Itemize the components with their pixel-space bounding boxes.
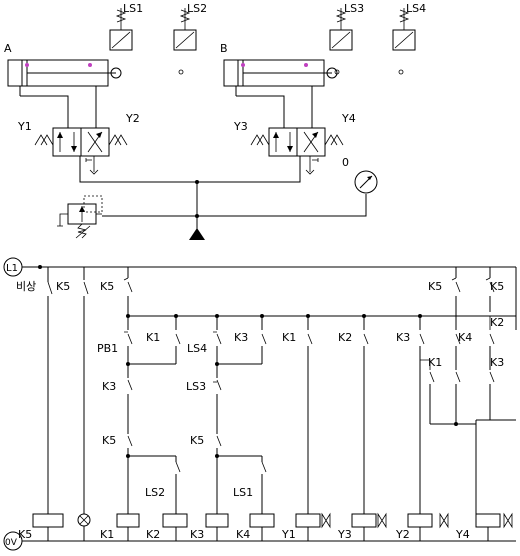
coil-y3: Y3 [337,528,352,541]
label-k2-y4: K2 [490,316,504,329]
valve-2: Y3 Y4 0 [233,112,356,175]
coil-k5: K5 [18,528,32,541]
label-k5-b1: K5 [102,434,116,447]
label-ls3: LS3 [344,2,364,15]
label-k3-b1: K3 [102,380,116,393]
coil-k2: K2 [146,528,160,541]
pressure-regulator-icon [57,195,103,239]
valve-2-left-label: Y3 [233,120,248,133]
label-ls4: LS4 [406,2,426,15]
cylinder-a: A [4,42,122,96]
lamp-icon [77,513,91,527]
label-k2-y3: K2 [338,331,352,344]
coil-y1: Y1 [281,528,296,541]
label-k1-y2: K1 [428,356,442,369]
label-k5-b2: K5 [190,434,204,447]
coil-y2: Y2 [395,528,410,541]
cylinder-b-label: B [220,42,228,55]
label-ls1: LS1 [123,2,143,15]
label-k4-y: K4 [458,331,472,344]
rail-top: L1 [3,257,516,277]
label-k3-y2: K3 [396,331,410,344]
label-ls3-ladder: LS3 [186,380,206,393]
label-ls2-ladder: LS2 [145,486,165,499]
valve-1-right-label: Y2 [125,112,140,125]
label-pb1: PB1 [97,342,118,355]
rail-top-label: L1 [6,263,18,274]
label-ls4-ladder: LS4 [187,342,207,355]
limit-switch-ls3: LS3 [329,2,364,75]
label-k5-top-3: K5 [428,280,442,293]
limit-switch-ls4: LS4 [392,2,426,75]
rail-bottom: 0V [3,531,516,551]
label-k3-seal: K3 [234,331,248,344]
label-k5-top-2: K5 [100,280,114,293]
valve-2-mark: 0 [342,156,349,169]
label-k5-top-4: K5 [490,280,504,293]
valve-2-right-label: Y4 [341,112,356,125]
label-k1-y1: K1 [282,331,296,344]
pressure-gauge-icon [354,170,378,194]
valve-1-left-label: Y1 [17,120,32,133]
label-k3-y4: K3 [490,356,504,369]
valve-1: Y1 Y2 [17,112,140,175]
coil-k4: K4 [236,528,250,541]
label-k1-seal: K1 [146,331,160,344]
label-emergency: 비상 [16,280,36,293]
coil-k1: K1 [100,528,114,541]
cylinder-a-label: A [4,42,12,55]
coil-k3: K3 [190,528,204,541]
label-k5-top-1: K5 [56,280,70,293]
label-ls1-ladder: LS1 [233,486,253,499]
label-ls2: LS2 [187,2,207,15]
limit-switch-ls1: LS1 [109,2,143,51]
rail-bottom-label: 0V [5,538,18,548]
coil-y4: Y4 [455,528,470,541]
limit-switch-ls2: LS2 [173,2,207,75]
cylinder-b: B [220,42,338,96]
